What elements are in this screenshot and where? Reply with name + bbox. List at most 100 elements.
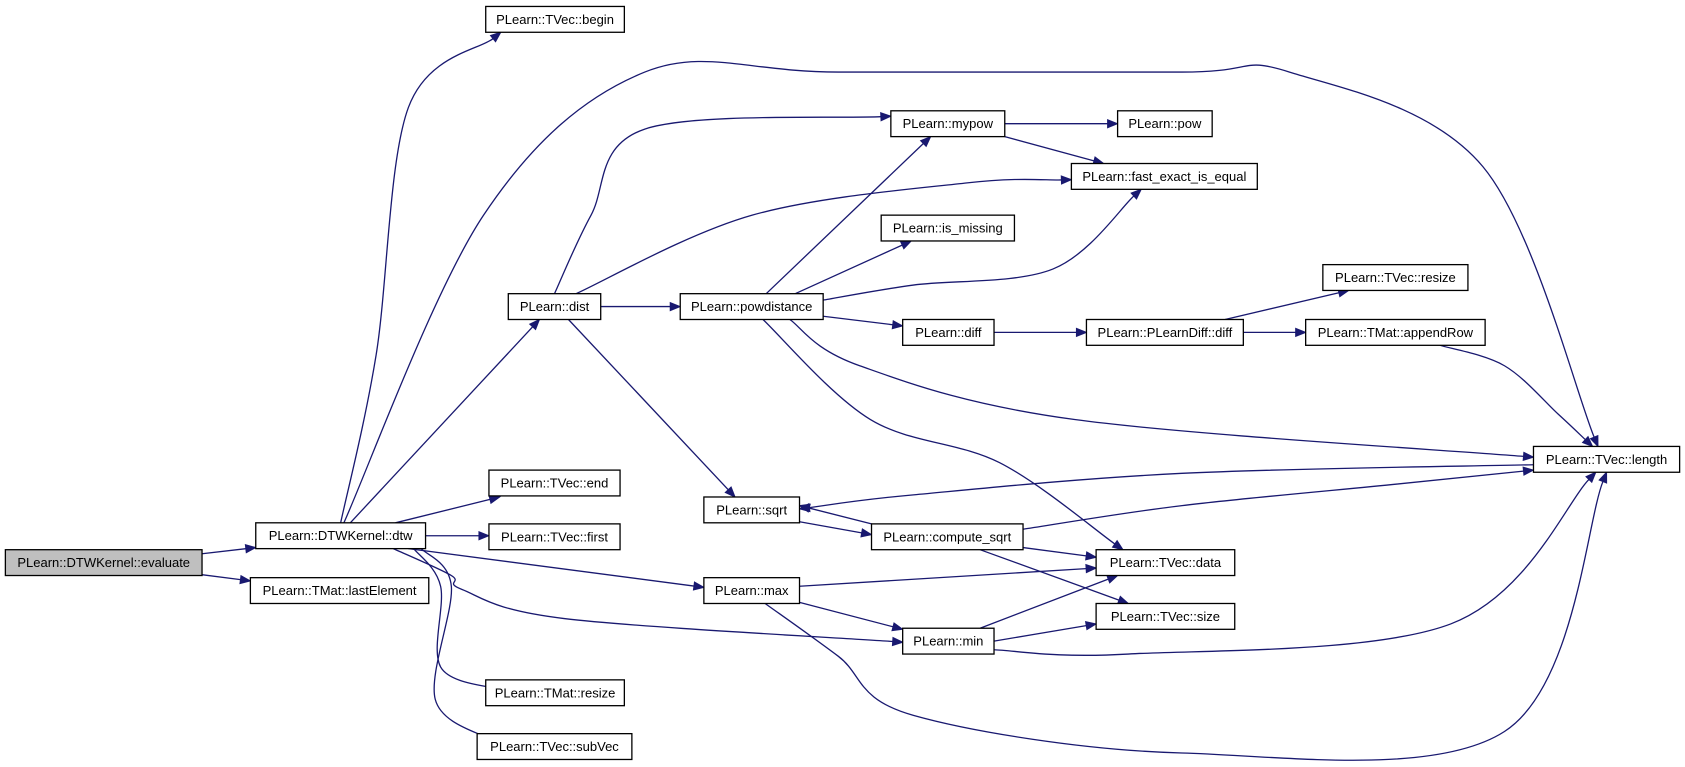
edge-appendRow-to-length <box>1439 344 1594 448</box>
node-box <box>1095 549 1236 577</box>
node-mypow[interactable]: PLearn::mypow <box>890 110 1006 138</box>
arrowhead-icon <box>1130 188 1143 200</box>
edge-line <box>799 601 894 628</box>
node-pow[interactable]: PLearn::pow <box>1116 110 1213 138</box>
node-length[interactable]: PLearn::TVec::length <box>1532 445 1681 473</box>
node-is_missing[interactable]: PLearn::is_missing <box>880 214 1016 242</box>
edge-dtw-to-tmatresize <box>413 548 509 694</box>
edge-line <box>794 244 903 295</box>
arrowhead-icon <box>1075 327 1088 338</box>
node-box <box>703 496 801 524</box>
edge-pldiff-to-appendRow <box>1243 327 1308 338</box>
edge-dtw-to-min <box>393 548 905 647</box>
arrowhead-icon <box>692 581 706 591</box>
arrowhead-icon <box>899 240 913 250</box>
edge-line <box>199 548 246 555</box>
node-box <box>1085 318 1244 346</box>
edge-line <box>1224 292 1340 321</box>
edge-dtw-to-begin <box>340 31 502 523</box>
node-box <box>870 523 1024 551</box>
edge-max-to-min <box>799 601 904 632</box>
node-lastElement[interactable]: PLearn::TMat::lastElement <box>249 577 430 605</box>
node-label: PLearn::TVec::end <box>501 476 609 491</box>
edge-length-to-sqrt <box>798 464 1534 513</box>
node-sqrt[interactable]: PLearn::sqrt <box>703 496 801 524</box>
node-label: PLearn::max <box>715 583 789 598</box>
arrowhead-icon <box>891 636 905 647</box>
node-box <box>679 293 824 321</box>
edge-line <box>567 319 729 491</box>
edge-dist-to-sqrt <box>567 319 736 498</box>
node-compute_sqrt[interactable]: PLearn::compute_sqrt <box>870 523 1024 551</box>
node-dtw[interactable]: PLearn::DTWKernel::dtw <box>255 522 427 550</box>
node-label: PLearn::is_missing <box>893 221 1003 236</box>
edge-line <box>762 319 1116 545</box>
node-box <box>485 5 626 33</box>
edge-line <box>1022 470 1524 530</box>
node-tmatresize[interactable]: PLearn::TMat::resize <box>485 679 626 707</box>
node-box <box>1116 110 1213 138</box>
node-end[interactable]: PLearn::TVec::end <box>488 469 621 497</box>
node-first[interactable]: PLearn::TVec::first <box>488 523 621 551</box>
node-size[interactable]: PLearn::TVec::size <box>1095 602 1236 630</box>
edge-line <box>765 143 924 295</box>
arrowhead-icon <box>1111 539 1125 551</box>
node-pldiff[interactable]: PLearn::PLearnDiff::diff <box>1085 318 1244 346</box>
edge-line <box>1439 344 1586 441</box>
edge-sqrt-to-compute_sqrt <box>799 521 873 538</box>
edge-powdistance-to-fast_exact <box>823 188 1143 301</box>
edges-layer <box>199 31 1608 761</box>
arrowhead-icon <box>1522 451 1535 462</box>
node-diff[interactable]: PLearn::diff <box>902 318 995 346</box>
arrowhead-icon <box>1106 574 1119 584</box>
edge-line <box>789 318 1524 458</box>
node-label: PLearn::dist <box>520 299 590 314</box>
node-data[interactable]: PLearn::TVec::data <box>1095 549 1236 577</box>
node-box <box>507 293 602 321</box>
arrowhead-icon <box>1107 118 1119 129</box>
arrowhead-icon <box>1585 471 1597 484</box>
node-label: PLearn::DTWKernel::dtw <box>269 528 413 543</box>
node-label: PLearn::TMat::appendRow <box>1318 325 1474 340</box>
node-box <box>255 522 427 550</box>
node-label: PLearn::fast_exact_is_equal <box>1082 169 1246 184</box>
node-tvecresize[interactable]: PLearn::TVec::resize <box>1322 263 1469 292</box>
arrowhead-icon <box>488 494 502 505</box>
node-dist[interactable]: PLearn::dist <box>507 293 602 321</box>
arrowhead-icon <box>1085 563 1098 574</box>
node-fast_exact[interactable]: PLearn::fast_exact_is_equal <box>1070 162 1258 190</box>
edge-line <box>764 481 1604 761</box>
node-label: PLearn::mypow <box>903 116 994 131</box>
node-label: PLearn::TVec::first <box>501 529 608 544</box>
node-label: PLearn::TMat::resize <box>495 685 616 700</box>
arrowhead-icon <box>1589 434 1599 448</box>
node-appendRow[interactable]: PLearn::TMat::appendRow <box>1305 318 1486 346</box>
node-min[interactable]: PLearn::min <box>902 627 995 655</box>
node-box <box>249 577 430 605</box>
node-box <box>4 549 203 577</box>
edge-dtw-to-length <box>343 60 1599 524</box>
node-label: PLearn::diff <box>915 325 982 340</box>
edge-line <box>553 116 881 294</box>
arrowhead-icon <box>880 111 893 122</box>
edge-dtw-to-subVec <box>420 548 500 747</box>
node-subVec[interactable]: PLearn::TVec::subVec <box>476 733 633 761</box>
edge-dist-to-mypow <box>553 111 893 294</box>
node-max[interactable]: PLearn::max <box>703 577 801 605</box>
node-box <box>890 110 1006 138</box>
edge-dist-to-powdistance <box>600 301 682 312</box>
node-powdistance[interactable]: PLearn::powdistance <box>679 293 824 321</box>
edge-dist-to-fast_exact <box>575 175 1073 295</box>
arrowhead-icon <box>1116 595 1130 605</box>
edge-powdistance-to-mypow <box>765 135 932 295</box>
node-label: PLearn::PLearnDiff::diff <box>1098 325 1233 340</box>
node-begin[interactable]: PLearn::TVec::begin <box>485 5 626 33</box>
edge-dtw-to-max <box>408 547 706 591</box>
node-label: PLearn::sqrt <box>716 502 787 517</box>
node-label: PLearn::TVec::subVec <box>490 739 619 754</box>
arrowhead-icon <box>724 486 736 498</box>
edge-line <box>823 195 1135 301</box>
arrowhead-icon <box>1060 175 1073 185</box>
edge-line <box>395 498 491 524</box>
node-box <box>1070 162 1258 190</box>
